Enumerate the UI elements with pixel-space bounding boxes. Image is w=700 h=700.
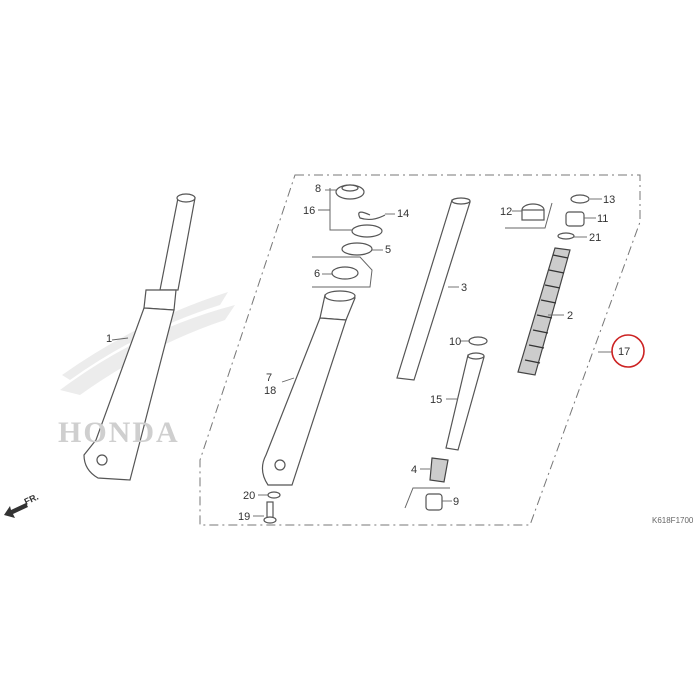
ring-part-10	[468, 336, 488, 346]
label-part-15[interactable]: 15	[430, 394, 442, 406]
label-part-13[interactable]: 13	[603, 194, 615, 206]
honda-watermark-text: HONDA	[58, 416, 180, 449]
washer-part-21	[557, 232, 575, 240]
label-part-7[interactable]: 7	[266, 372, 272, 384]
label-part-12[interactable]: 12	[500, 206, 512, 218]
label-part-8[interactable]: 8	[315, 183, 321, 195]
front-direction-indicator: FR.	[4, 492, 40, 518]
front-label: FR.	[23, 492, 40, 507]
label-part-11[interactable]: 11	[597, 213, 608, 225]
fork-slider-part-7-18	[261, 290, 356, 486]
fork-assembly-part-1	[83, 193, 196, 481]
bolt-part-19	[253, 501, 277, 524]
label-part-3[interactable]: 3	[461, 282, 467, 294]
label-part-14[interactable]: 14	[397, 208, 409, 220]
label-part-4[interactable]: 4	[411, 464, 417, 476]
clip-part-13	[570, 194, 590, 204]
collar-part-11	[565, 211, 585, 227]
label-part-16[interactable]: 16	[303, 205, 315, 217]
label-part-20[interactable]: 20	[243, 490, 255, 502]
label-part-21[interactable]: 21	[589, 232, 601, 244]
diagram-code: K618F1700	[652, 516, 694, 525]
piston-part-15	[445, 352, 485, 451]
clip-part-14	[358, 211, 386, 221]
label-part-9[interactable]: 9	[453, 496, 459, 508]
collar-part-9	[404, 487, 452, 511]
seal-part-16	[351, 224, 383, 238]
label-part-6[interactable]: 6	[314, 268, 320, 280]
highlight-circle-part-17	[611, 334, 645, 368]
dust-seal-part-8	[325, 184, 365, 200]
bolt-part-12	[505, 202, 553, 229]
label-part-2[interactable]: 2	[567, 310, 573, 322]
label-part-19[interactable]: 19	[238, 511, 250, 523]
label-part-17[interactable]: 17	[618, 346, 630, 358]
label-part-18[interactable]: 18	[264, 385, 276, 397]
fork-spring-part-2	[517, 247, 571, 376]
label-part-1[interactable]: 1	[106, 333, 112, 345]
washer-part-5	[341, 242, 373, 256]
arrow-left-icon	[4, 503, 28, 518]
fork-pipe-part-3	[396, 197, 471, 381]
label-part-10[interactable]: 10	[449, 336, 461, 348]
ring-part-6	[331, 266, 359, 280]
washer-part-20	[267, 491, 281, 499]
label-part-5[interactable]: 5	[385, 244, 391, 256]
rebound-spring-part-4	[420, 457, 449, 483]
assembly-17-outline	[199, 174, 641, 526]
